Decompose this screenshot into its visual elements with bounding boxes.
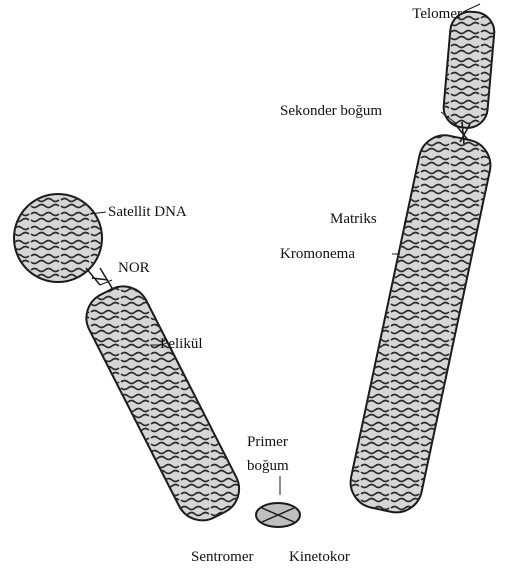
left-arm xyxy=(60,277,290,540)
label-telomer: Telomer xyxy=(412,6,462,22)
label-sentromer: Sentromer xyxy=(191,549,253,565)
right-arm xyxy=(260,130,500,530)
nor-stalk xyxy=(86,268,112,288)
label-primer-line2: boğum xyxy=(247,458,289,474)
label-sekonder-bogum: Sekonder boğum xyxy=(280,103,382,119)
label-satellit-dna: Satellit DNA xyxy=(108,204,187,220)
centromere xyxy=(256,503,300,527)
label-primer-line1: Primer xyxy=(247,434,288,450)
right-top-segment xyxy=(440,10,510,140)
label-nor: NOR xyxy=(118,260,150,276)
satellite-body xyxy=(10,190,106,286)
label-kinetokor: Kinetokor xyxy=(289,549,350,565)
label-matriks: Matriks xyxy=(330,211,377,227)
label-kromonema: Kromonema xyxy=(280,246,355,262)
label-pelikul: Pelikül xyxy=(160,336,203,352)
